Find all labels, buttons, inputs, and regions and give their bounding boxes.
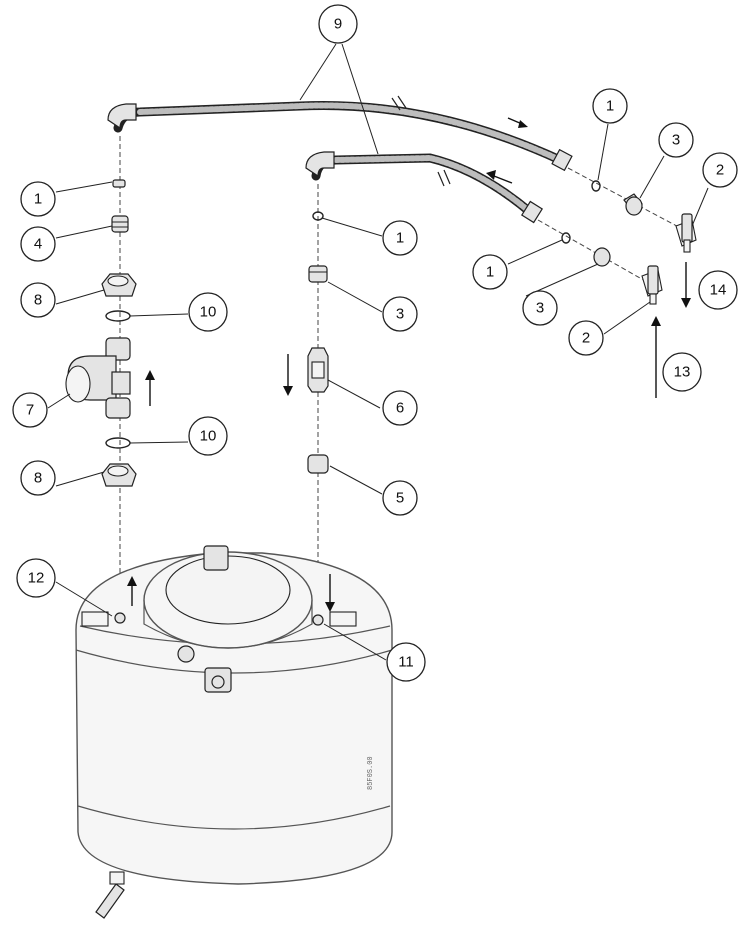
lower-right-fittings (537, 219, 663, 305)
svg-text:2: 2 (582, 330, 590, 347)
callout-3-top-right: 3 (658, 122, 694, 158)
svg-text:10: 10 (200, 304, 217, 321)
hose-flow-arrows (486, 117, 528, 184)
callout-6: 6 (382, 390, 418, 426)
callout-3-right-lower: 3 (522, 290, 558, 326)
callout-1-left-top: 1 (20, 181, 56, 217)
callout-5: 5 (382, 480, 418, 516)
svg-text:14: 14 (710, 282, 727, 299)
callout-8-bottom: 8 (20, 460, 56, 496)
svg-text:1: 1 (34, 191, 42, 208)
callout-1-right-lower: 1 (472, 254, 508, 290)
tank-stamp: 85F0S.00 (367, 756, 375, 790)
svg-text:1: 1 (486, 264, 494, 281)
callout-9: 9 (318, 4, 358, 44)
svg-text:4: 4 (34, 236, 42, 253)
callout-14: 14 (698, 270, 738, 310)
callout-10-bottom: 10 (188, 416, 228, 456)
valve-flow-arrow (283, 354, 293, 396)
callout-12: 12 (16, 558, 56, 598)
callout-2-top-right: 2 (702, 152, 738, 188)
upper-hose (107, 95, 573, 172)
left-vertical-chain (65, 136, 137, 610)
svg-text:10: 10 (200, 428, 217, 445)
leader-lines (47, 43, 709, 661)
callout-7: 7 (12, 392, 48, 428)
middle-vertical-chain (307, 184, 329, 612)
svg-text:3: 3 (536, 300, 544, 317)
storage-tank: 85F0S.00 (75, 545, 393, 919)
tank-flow-arrows (127, 574, 335, 612)
callout-1-top-right: 1 (592, 88, 628, 124)
callout-10-top: 10 (188, 292, 228, 332)
svg-text:3: 3 (396, 306, 404, 323)
callout-3-middle: 3 (382, 296, 418, 332)
svg-text:5: 5 (396, 490, 404, 507)
svg-text:12: 12 (28, 570, 45, 587)
callout-13: 13 (662, 352, 702, 392)
callout-4: 4 (20, 226, 56, 262)
svg-text:7: 7 (26, 402, 34, 419)
upper-right-fittings (567, 167, 697, 253)
callout-2-right-lower: 2 (568, 320, 604, 356)
callout-1-middle: 1 (382, 220, 418, 256)
svg-text:11: 11 (398, 654, 414, 671)
callout-11: 11 (386, 642, 426, 682)
svg-text:9: 9 (334, 16, 342, 33)
lower-hose (305, 151, 544, 224)
callout-8-top: 8 (20, 282, 56, 318)
pump-flow-arrow (145, 370, 155, 406)
svg-text:1: 1 (606, 98, 614, 115)
svg-text:1: 1 (396, 230, 404, 247)
svg-text:8: 8 (34, 292, 42, 309)
svg-text:6: 6 (396, 400, 404, 417)
svg-text:3: 3 (672, 132, 680, 149)
svg-text:2: 2 (716, 162, 724, 179)
svg-text:8: 8 (34, 470, 42, 487)
svg-text:13: 13 (674, 364, 691, 381)
flow-arrows-right (651, 262, 691, 398)
